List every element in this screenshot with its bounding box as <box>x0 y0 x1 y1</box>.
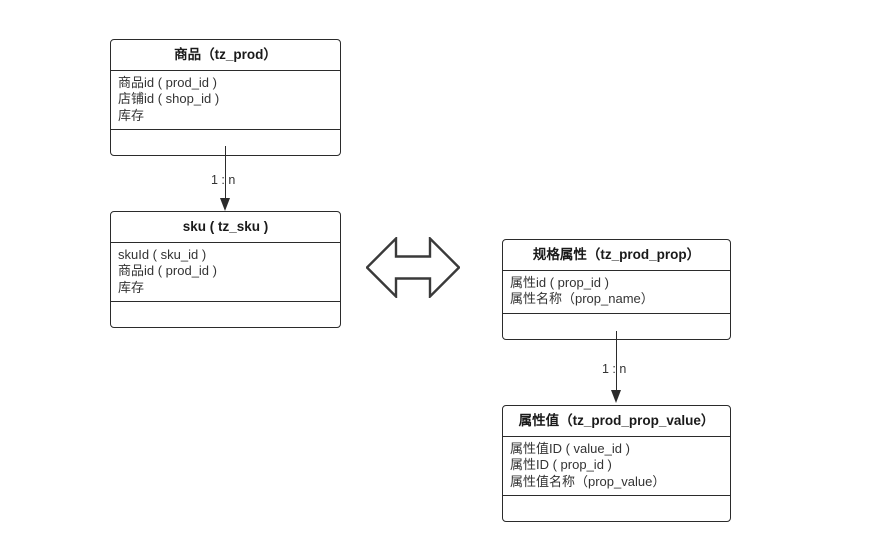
entity-attributes-tz-sku: skuId ( sku_id ) 商品id ( prod_id ) 库存 <box>111 243 340 302</box>
entity-attributes-tz-prod: 商品id ( prod_id ) 店铺id ( shop_id ) 库存 <box>111 71 340 130</box>
relation-cardinality-label: 1 : n <box>211 173 236 187</box>
entity-attributes-tz-prod-prop-value: 属性值ID ( value_id ) 属性ID ( prop_id ) 属性值名… <box>503 437 730 496</box>
entity-title-tz-prod-prop-value: 属性值（tz_prod_prop_value） <box>503 406 730 437</box>
attribute-row: 库存 <box>118 279 145 295</box>
attribute-row: skuId ( sku_id ) <box>118 246 207 262</box>
attribute-row: 商品id ( prod_id ) <box>118 263 217 278</box>
entity-methods-tz-prod-prop-value <box>503 496 730 521</box>
entity-attributes-tz-prod-prop: 属性id ( prop_id ) 属性名称（prop_name） <box>503 271 730 314</box>
relation-line <box>225 146 226 198</box>
entity-title-tz-prod: 商品（tz_prod） <box>111 40 340 71</box>
entity-box-tz-prod-prop[interactable]: 规格属性（tz_prod_prop） 属性id ( prop_id ) 属性名称… <box>502 239 731 340</box>
attribute-row: 商品id ( prod_id ) <box>118 74 217 90</box>
attribute-row: 属性值名称（prop_value） <box>510 473 666 489</box>
relation-line <box>616 331 617 390</box>
attribute-row: 属性id ( prop_id ) <box>510 274 609 290</box>
entity-box-tz-sku[interactable]: sku ( tz_sku ) skuId ( sku_id ) 商品id ( p… <box>110 211 341 328</box>
entity-title-tz-prod-prop: 规格属性（tz_prod_prop） <box>503 240 730 271</box>
attribute-row: 店铺id ( shop_id ) <box>118 91 220 106</box>
attribute-row: 属性名称（prop_name） <box>510 291 654 306</box>
relation-cardinality-label: 1 : n <box>602 362 627 376</box>
entity-title-tz-sku: sku ( tz_sku ) <box>111 212 340 243</box>
arrowhead-down-icon <box>219 198 230 211</box>
attribute-row: 属性ID ( prop_id ) <box>510 457 612 472</box>
double-headed-arrow-icon[interactable] <box>366 237 460 298</box>
attribute-row: 库存 <box>118 107 145 123</box>
entity-box-tz-prod[interactable]: 商品（tz_prod） 商品id ( prod_id ) 店铺id ( shop… <box>110 39 341 156</box>
arrowhead-down-icon <box>610 390 621 403</box>
entity-box-tz-prod-prop-value[interactable]: 属性值（tz_prod_prop_value） 属性值ID ( value_id… <box>502 405 731 522</box>
attribute-row: 属性值ID ( value_id ) <box>510 440 630 456</box>
entity-methods-tz-sku <box>111 302 340 327</box>
